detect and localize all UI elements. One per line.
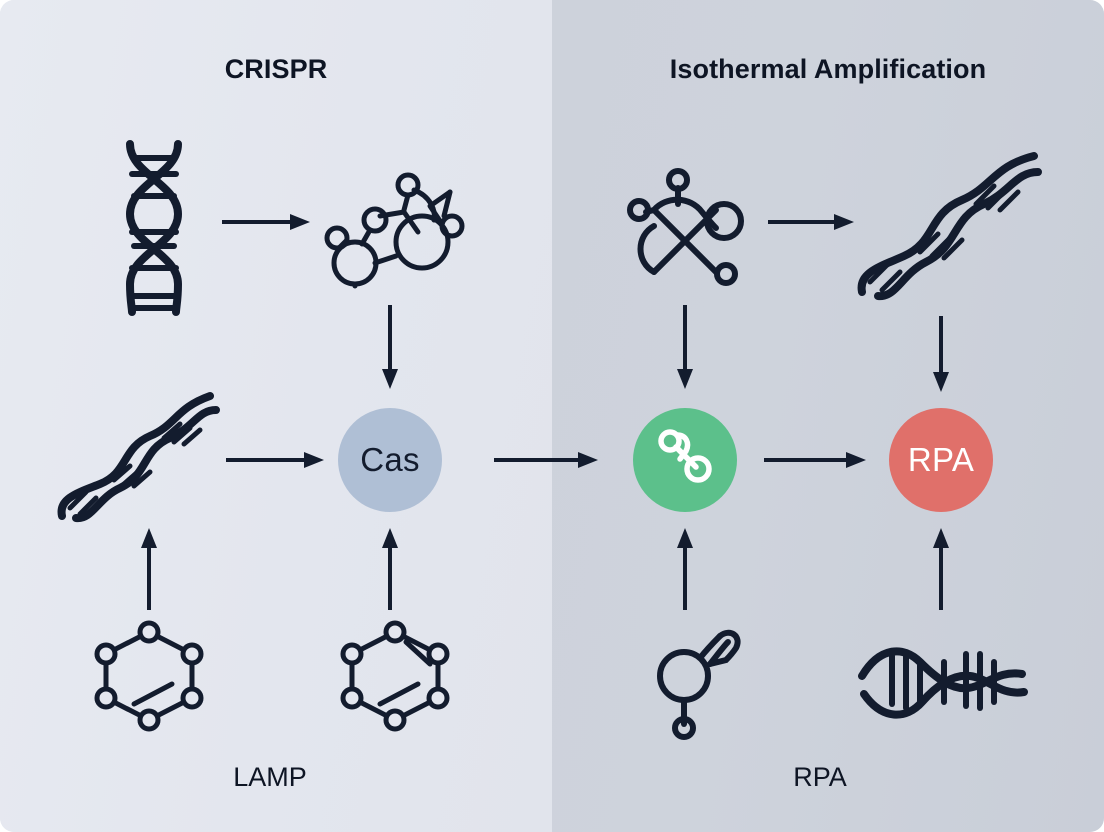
arrow-dna-to-molecule — [222, 212, 312, 232]
lamp-panel-footer-label: LAMP — [233, 762, 307, 792]
molecule-cluster-icon — [318, 170, 470, 289]
nucleotide-bond-icon — [656, 427, 714, 493]
isothermal-panel-title: Isothermal Amplification — [669, 54, 987, 84]
arrow-molecule-to-cas — [380, 305, 400, 391]
crispr-panel-title: CRISPR — [224, 54, 328, 84]
dna-helix-vertical-icon — [108, 136, 200, 316]
arrow-cas-to-lamp — [494, 450, 600, 470]
dna-helix-horizontal-icon — [858, 640, 1028, 726]
arrow-dna-to-rpa — [931, 316, 951, 394]
arrow-protein-to-lamp — [675, 305, 695, 391]
dna-helix-diagonal-icon — [857, 146, 1042, 301]
benzene-ring-icon — [336, 620, 454, 732]
crispr-panel — [0, 0, 552, 832]
rpa-panel-footer-label: RPA — [793, 762, 847, 792]
protein-crossloop-icon — [620, 166, 748, 288]
arrow-benzene-to-cas — [380, 528, 400, 610]
benzene-ring-icon — [90, 620, 208, 732]
arrow-dnahoriz-to-rpa — [931, 528, 951, 610]
cas-node[interactable]: Cas — [338, 408, 442, 512]
molecule-probe-icon — [648, 628, 744, 740]
lamp-node[interactable] — [633, 408, 737, 512]
rpa-node[interactable]: RPA — [889, 408, 993, 512]
arrow-dna-to-cas — [226, 450, 326, 470]
dna-helix-diagonal-icon — [57, 388, 220, 522]
arrow-protein-to-dna — [768, 212, 856, 232]
arrow-benzene-to-dna — [139, 528, 159, 610]
rpa-node-label: RPA — [907, 441, 975, 478]
arrow-lamp-to-rpa — [764, 450, 868, 470]
arrow-molecule-to-lamp — [675, 528, 695, 610]
cas-node-label: Cas — [360, 441, 420, 478]
